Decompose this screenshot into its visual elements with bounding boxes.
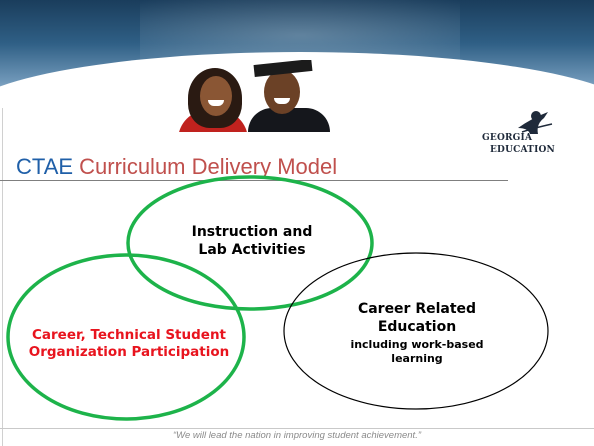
career-related-label-line2: Education (377, 318, 457, 335)
photo-woman-smile (208, 100, 224, 106)
photo-woman-face (200, 76, 232, 116)
graduates-photo (178, 60, 330, 132)
slide-title: CTAE Curriculum Delivery Model (16, 154, 337, 180)
logo-word-education: EDUCATION (490, 145, 555, 155)
logo-word-georgia: GEORGIA (482, 133, 533, 143)
title-rest: Curriculum Delivery Model (73, 154, 338, 179)
ctso-ring (6, 253, 246, 421)
footer-motto: “We will lead the nation in improving st… (172, 430, 421, 441)
slide-edge (2, 0, 3, 446)
career-related-ring (283, 252, 549, 410)
georgia-education-logo: GEORGIA EDUCATION (482, 110, 555, 156)
instruction-ring (126, 175, 374, 311)
instruction-label: Instruction and Lab Activities (152, 224, 352, 259)
ctso-label-line1: Career, Technical Student (31, 327, 227, 343)
instruction-label-line1: Instruction and (191, 224, 313, 240)
photo-man-smile (274, 98, 290, 104)
photo-man-face (264, 70, 300, 114)
career-related-sublabel: including work-based learning (337, 338, 497, 366)
figure-icon (518, 111, 553, 134)
career-related-sub-line2: learning (391, 351, 443, 365)
instruction-label-line2: Lab Activities (198, 241, 306, 258)
career-related-label-line1: Career Related (357, 301, 477, 317)
ctso-label: Career, Technical Student Organization P… (10, 327, 248, 361)
career-related-label: Career Related Education including work-… (337, 301, 497, 366)
title-underline (0, 180, 508, 181)
footer-divider (0, 428, 594, 429)
title-acronym: CTAE (16, 154, 74, 179)
ctso-label-line2: Organization Participation (28, 343, 230, 360)
career-related-sub-line1: including work-based (350, 338, 484, 351)
